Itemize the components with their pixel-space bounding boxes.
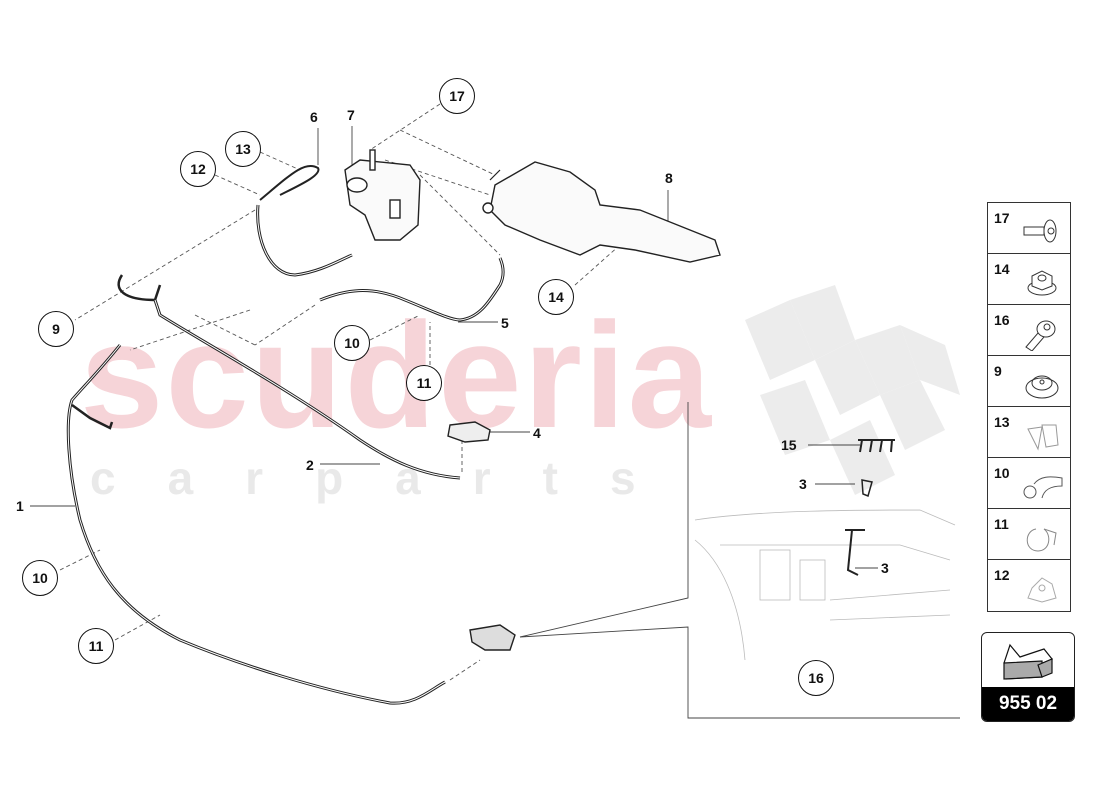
label-8: 8 xyxy=(665,170,673,186)
page-navigation-badge[interactable]: 955 02 xyxy=(981,632,1075,722)
legend-num: 17 xyxy=(994,210,1010,226)
legend-num: 14 xyxy=(994,261,1010,277)
legend-row: 14 xyxy=(988,254,1070,305)
label-3: 3 xyxy=(799,476,807,492)
bolt-icon xyxy=(1025,320,1056,351)
legend-row: 11 xyxy=(988,509,1070,560)
bolt-icon xyxy=(1023,219,1057,243)
legend-num: 12 xyxy=(994,567,1010,583)
grommet-icon xyxy=(1025,375,1059,399)
arrow-back-icon xyxy=(1003,643,1053,680)
label-1: 1 xyxy=(16,498,24,514)
label-7: 7 xyxy=(347,107,355,123)
label-3-inset: 3 xyxy=(881,560,889,576)
legend-row: 17 xyxy=(988,203,1070,254)
label-15: 15 xyxy=(781,437,797,453)
fastener-legend: 17 14 16 9 13 10 11 12 xyxy=(987,202,1071,612)
label-2: 2 xyxy=(306,457,314,473)
label-4: 4 xyxy=(533,425,541,441)
callout-10: 10 xyxy=(334,325,370,361)
callout-9: 9 xyxy=(38,311,74,347)
hose-clip-icon xyxy=(1023,476,1063,499)
label-6: 6 xyxy=(310,109,318,125)
hose-clamp-icon xyxy=(1026,528,1057,552)
legend-row: 16 xyxy=(988,305,1070,356)
callout-14: 14 xyxy=(538,279,574,315)
legend-row: 12 xyxy=(988,560,1070,611)
legend-num: 16 xyxy=(994,312,1010,328)
page-code: 955 02 xyxy=(982,687,1074,721)
legend-row: 9 xyxy=(988,356,1070,407)
legend-num: 13 xyxy=(994,414,1010,430)
callout-17: 17 xyxy=(439,78,475,114)
callout-12: 12 xyxy=(180,151,216,187)
callout-16: 16 xyxy=(798,660,834,696)
clip-nut-icon xyxy=(1027,577,1057,603)
callout-13: 13 xyxy=(225,131,261,167)
label-5: 5 xyxy=(501,315,509,331)
clip-icon xyxy=(1027,424,1059,451)
legend-num: 11 xyxy=(994,516,1009,532)
callout-11: 11 xyxy=(78,628,114,664)
legend-row: 13 xyxy=(988,407,1070,458)
legend-row: 10 xyxy=(988,458,1070,509)
callout-11: 11 xyxy=(406,365,442,401)
legend-num: 10 xyxy=(994,465,1010,481)
legend-num: 9 xyxy=(994,363,1002,379)
callout-10: 10 xyxy=(22,560,58,596)
flange-nut-icon xyxy=(1027,270,1057,296)
